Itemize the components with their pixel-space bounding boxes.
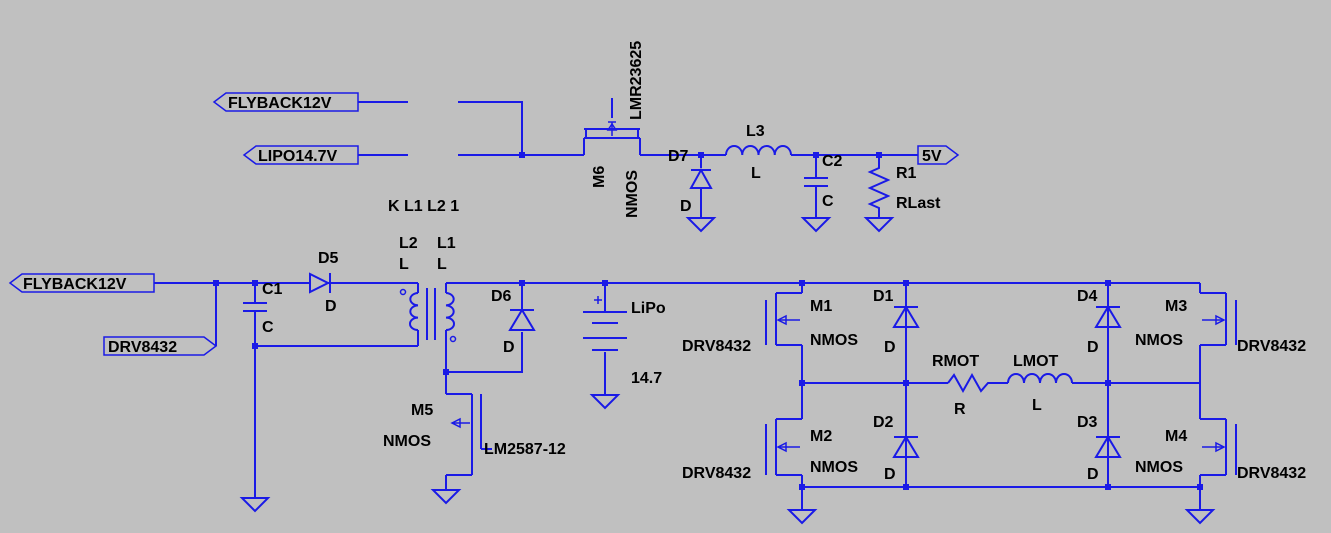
lmot-name: LMOT bbox=[1013, 353, 1059, 370]
m5-name: M5 bbox=[411, 402, 433, 419]
d6-name: D6 bbox=[491, 288, 512, 305]
d5-diode[interactable]: D5 D bbox=[309, 250, 346, 315]
d6-diode[interactable]: D6 D bbox=[491, 288, 536, 356]
m5-model: LM2587-12 bbox=[484, 441, 566, 458]
m2-type: NMOS bbox=[810, 459, 858, 476]
m6-model: LMR23625 bbox=[628, 41, 645, 120]
flyback-top-port[interactable]: FLYBACK12V bbox=[212, 92, 359, 112]
m3-model: DRV8432 bbox=[1237, 338, 1306, 355]
d7-diode[interactable]: D7 D bbox=[668, 148, 717, 233]
l3-name: L3 bbox=[746, 123, 765, 140]
flyback-left-label: FLYBACK12V bbox=[23, 276, 127, 293]
m6-mosfet[interactable]: M6 NMOS LMR23625 bbox=[584, 41, 645, 218]
drv-left-port[interactable]: DRV8432 bbox=[103, 336, 218, 356]
lipo-battery[interactable]: LiPo 14.7 bbox=[583, 296, 666, 410]
m3-type: NMOS bbox=[1135, 332, 1183, 349]
coupling-statement: K L1 L2 1 bbox=[388, 198, 459, 215]
m2-model: DRV8432 bbox=[682, 465, 751, 482]
l3-value: L bbox=[751, 165, 761, 182]
lipo-net-port[interactable]: LIPO14.7V bbox=[242, 145, 359, 165]
lipo-name: LiPo bbox=[631, 300, 666, 317]
rmot-resistor[interactable]: RMOT R bbox=[932, 353, 1008, 418]
drv-left-label: DRV8432 bbox=[108, 339, 177, 356]
m6-type: NMOS bbox=[624, 170, 641, 218]
l2-value: L bbox=[399, 256, 409, 273]
flyback-top-label: FLYBACK12V bbox=[228, 95, 332, 112]
d1-diode[interactable]: D1 D bbox=[873, 288, 920, 356]
r1-value: RLast bbox=[896, 195, 941, 212]
m5-mosfet[interactable]: M5 NMOS LM2587-12 bbox=[383, 393, 566, 490]
m6-name: M6 bbox=[591, 166, 608, 188]
m3-mosfet[interactable]: M3 NMOS DRV8432 bbox=[1135, 292, 1306, 355]
d5-name: D5 bbox=[318, 250, 339, 267]
lipo-net-label: LIPO14.7V bbox=[258, 148, 337, 165]
m4-mosfet[interactable]: M4 NMOS DRV8432 bbox=[1135, 418, 1306, 482]
lmot-value: L bbox=[1032, 397, 1042, 414]
m4-name: M4 bbox=[1165, 428, 1187, 445]
d2-value: D bbox=[884, 466, 896, 483]
d3-value: D bbox=[1087, 466, 1099, 483]
c1-value: C bbox=[262, 319, 274, 336]
out-5v-port[interactable]: 5V bbox=[917, 145, 960, 165]
flyback-left-port[interactable]: FLYBACK12V bbox=[8, 273, 155, 293]
d2-diode[interactable]: D2 D bbox=[873, 414, 920, 483]
m1-type: NMOS bbox=[810, 332, 858, 349]
c2-value: C bbox=[822, 193, 834, 210]
l1-inductor[interactable]: L1 L bbox=[426, 235, 457, 343]
d6-value: D bbox=[503, 339, 515, 356]
d3-name: D3 bbox=[1077, 414, 1098, 431]
r1-name: R1 bbox=[896, 165, 917, 182]
m1-mosfet[interactable]: M1 NMOS DRV8432 bbox=[682, 292, 858, 355]
d7-value: D bbox=[680, 198, 692, 215]
d4-name: D4 bbox=[1077, 288, 1098, 305]
m4-model: DRV8432 bbox=[1237, 465, 1306, 482]
lmot-inductor[interactable]: LMOT L bbox=[1007, 353, 1073, 414]
gnd-m5 bbox=[430, 489, 462, 505]
m2-name: M2 bbox=[810, 428, 832, 445]
rmot-name: RMOT bbox=[932, 353, 979, 370]
c1-name: C1 bbox=[262, 281, 283, 298]
l1-name: L1 bbox=[437, 235, 456, 252]
d1-name: D1 bbox=[873, 288, 894, 305]
m4-type: NMOS bbox=[1135, 459, 1183, 476]
l3-inductor[interactable]: L3 L bbox=[725, 123, 792, 182]
m1-name: M1 bbox=[810, 298, 832, 315]
m2-mosfet[interactable]: M2 NMOS DRV8432 bbox=[682, 418, 858, 482]
d1-value: D bbox=[884, 339, 896, 356]
c2-capacitor[interactable]: C2 C bbox=[800, 153, 843, 233]
d3-diode[interactable]: D3 D bbox=[1077, 414, 1122, 483]
d5-value: D bbox=[325, 298, 337, 315]
junctions bbox=[213, 152, 1203, 490]
l2-name: L2 bbox=[399, 235, 418, 252]
r1-resistor[interactable]: R1 RLast bbox=[863, 155, 941, 233]
d7-name: D7 bbox=[668, 148, 689, 165]
rmot-value: R bbox=[954, 401, 966, 418]
gnd-left-bridge bbox=[786, 509, 818, 525]
l1-value: L bbox=[437, 256, 447, 273]
m3-name: M3 bbox=[1165, 298, 1187, 315]
m5-type: NMOS bbox=[383, 433, 431, 450]
m1-model: DRV8432 bbox=[682, 338, 751, 355]
d4-diode[interactable]: D4 D bbox=[1077, 288, 1122, 356]
c2-name: C2 bbox=[822, 153, 843, 170]
gnd-right-bridge bbox=[1184, 509, 1216, 525]
gnd-c1 bbox=[239, 497, 271, 513]
lipo-value: 14.7 bbox=[631, 370, 662, 387]
d4-value: D bbox=[1087, 339, 1099, 356]
l2-inductor[interactable]: L2 L bbox=[399, 235, 419, 331]
bottom-wires bbox=[154, 282, 1201, 510]
d2-name: D2 bbox=[873, 414, 894, 431]
out-5v-label: 5V bbox=[922, 148, 942, 165]
c1-capacitor[interactable]: C1 C bbox=[243, 281, 283, 346]
